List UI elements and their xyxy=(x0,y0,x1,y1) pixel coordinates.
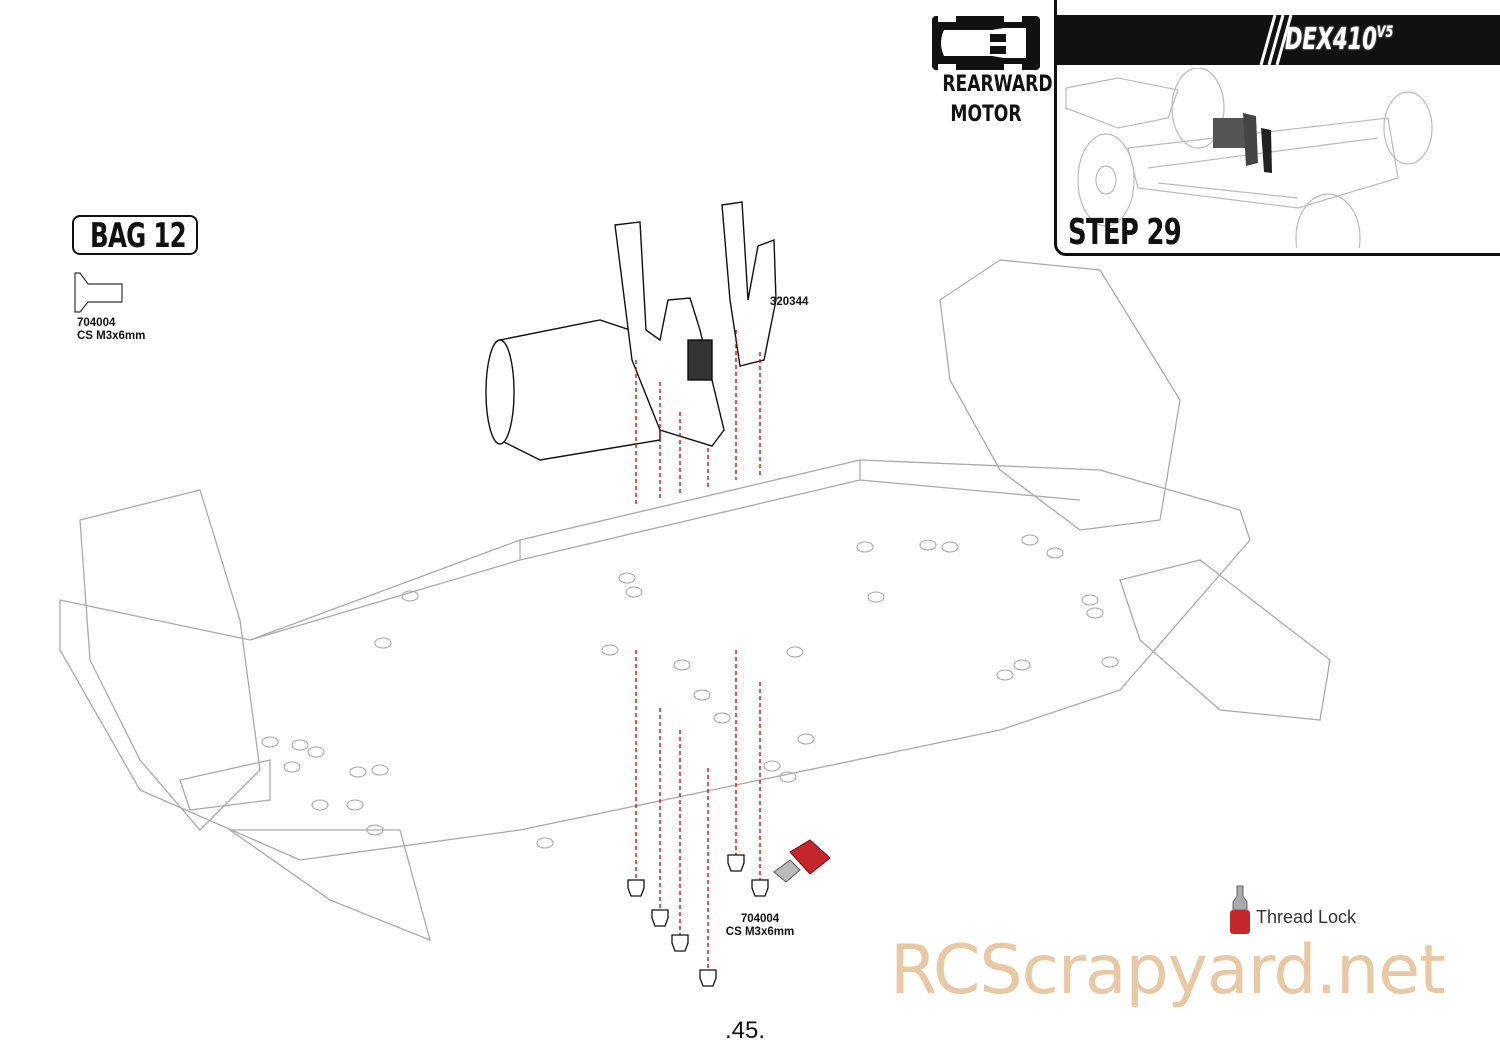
thread-lock-label: Thread Lock xyxy=(1256,907,1357,927)
bag-label: BAG 12 xyxy=(90,216,187,256)
brand-name: DEX410 xyxy=(1285,22,1377,57)
rearward-motor-icon xyxy=(932,14,1040,72)
chassis-hole xyxy=(1013,659,1031,671)
brand-version: V5 xyxy=(1376,22,1394,41)
chassis-hole xyxy=(536,837,554,849)
chassis-hole xyxy=(797,733,815,745)
chassis-hole xyxy=(311,799,329,811)
chassis-hole xyxy=(996,669,1014,681)
chassis-hole xyxy=(867,591,885,603)
chassis-hole xyxy=(291,739,309,751)
page-number: .45. xyxy=(725,1017,766,1044)
bag-badge xyxy=(72,215,198,255)
brand-logo: DEX410V5 xyxy=(1285,22,1393,57)
chassis-hole xyxy=(713,712,731,724)
screw-part-callout: 704004 CS M3x6mm xyxy=(715,913,805,939)
chassis-hole xyxy=(261,736,279,748)
brand-bar xyxy=(1057,15,1500,65)
chassis-hole xyxy=(763,760,781,772)
chassis-hole xyxy=(601,644,619,656)
thread-lock-legend-icon xyxy=(1230,885,1250,934)
mode-label: REARWARD MOTOR xyxy=(930,70,1052,130)
chassis-hole xyxy=(1101,656,1119,668)
chassis-hole xyxy=(374,637,392,649)
chassis-hole xyxy=(779,771,797,783)
bag-part-number: 704004 xyxy=(77,317,116,329)
chassis-hole xyxy=(919,539,937,551)
car-overview-illustration xyxy=(1065,68,1433,248)
step-title: STEP 29 xyxy=(1068,212,1182,253)
chassis-hole xyxy=(1021,534,1039,546)
step-panel xyxy=(1054,0,1500,256)
motor-mount-part-number: 320344 xyxy=(770,296,809,308)
chassis-hole xyxy=(786,646,804,658)
chassis-hole xyxy=(1081,594,1099,606)
chassis-hole xyxy=(371,764,389,776)
chassis-hole xyxy=(401,590,419,602)
bag-part-code: 704004 CS M3x6mm xyxy=(77,317,145,343)
chassis-hole xyxy=(693,689,711,701)
screw-icon xyxy=(74,272,123,313)
chassis-hole xyxy=(1046,547,1064,559)
chassis-hole xyxy=(283,761,301,773)
screw-part-desc: CS M3x6mm xyxy=(725,926,795,938)
chassis-hole xyxy=(366,824,384,836)
mode-line2: MOTOR xyxy=(950,102,1022,127)
chassis-hole xyxy=(1086,607,1104,619)
chassis-hole xyxy=(618,572,636,584)
bag-part-desc: CS M3x6mm xyxy=(77,330,146,342)
chassis-hole xyxy=(625,586,643,598)
chassis-hole xyxy=(941,541,959,553)
chassis-hole xyxy=(346,799,364,811)
chassis-hole xyxy=(673,659,691,671)
thread-lock-bottle-icon xyxy=(773,839,831,883)
screw-part-number: 704004 xyxy=(740,913,780,925)
chassis-hole xyxy=(856,541,874,553)
chassis-hole xyxy=(349,766,367,778)
chassis-hole xyxy=(307,746,325,758)
watermark: RCScrapyard.net xyxy=(890,931,1446,1010)
